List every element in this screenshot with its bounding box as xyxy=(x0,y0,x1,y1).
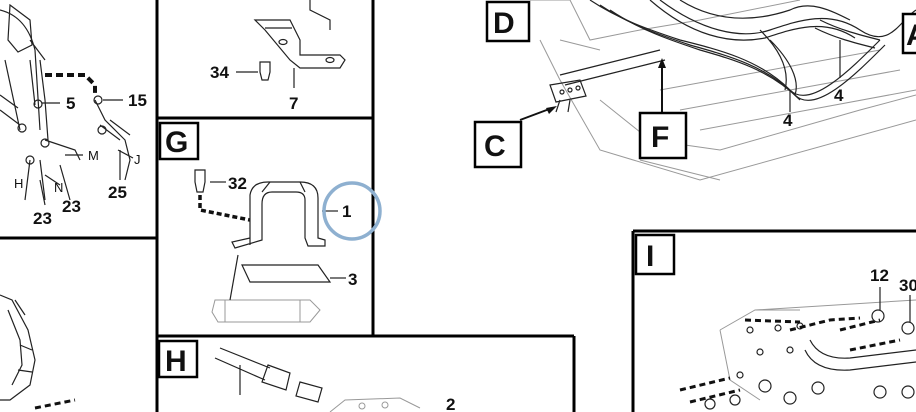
callout-4-left: 4 xyxy=(783,111,793,130)
callout-1: 1 xyxy=(342,202,351,221)
callout-25: 25 xyxy=(108,183,127,202)
section-F-box xyxy=(638,111,688,160)
callout-M: M xyxy=(88,148,99,163)
bracket-7-drawing xyxy=(236,0,346,88)
section-D-label: D xyxy=(493,7,515,40)
callout-7: 7 xyxy=(289,94,298,113)
section-F-label: F xyxy=(651,121,669,154)
callout-30: 30 xyxy=(899,276,916,295)
joystick-hose-assembly xyxy=(0,3,134,206)
section-I-box xyxy=(634,233,676,276)
highlight-circle xyxy=(322,181,382,241)
section-C-box xyxy=(473,120,523,169)
section-A-label: A xyxy=(906,19,916,52)
callout-32: 32 xyxy=(228,174,247,193)
section-D-box xyxy=(485,0,531,43)
callout-2: 2 xyxy=(446,395,455,412)
callout-5: 5 xyxy=(66,94,75,113)
valve-block-I xyxy=(679,287,916,410)
callout-15: 15 xyxy=(128,91,147,110)
clamp-1-drawing xyxy=(194,169,346,323)
machine-overview xyxy=(530,0,916,181)
section-H-label: H xyxy=(165,345,187,378)
callout-4-right: 4 xyxy=(834,86,844,105)
callout-23-right: 23 xyxy=(62,197,81,216)
callout-3: 3 xyxy=(348,270,357,289)
callout-23-left: 23 xyxy=(33,209,52,228)
callout-12: 12 xyxy=(870,266,889,285)
section-C-label: C xyxy=(484,130,506,163)
section-I-label: I xyxy=(646,240,654,273)
callout-J: J xyxy=(134,152,141,167)
section-A-box xyxy=(901,12,916,55)
fitting-assembly-H xyxy=(214,347,421,412)
callout-N: N xyxy=(54,180,63,195)
section-G-label: G xyxy=(165,126,188,159)
callout-H: H xyxy=(14,176,23,191)
joystick-lower xyxy=(0,294,76,410)
section-G-box xyxy=(158,121,200,161)
section-H-box xyxy=(157,339,199,379)
callout-34: 34 xyxy=(210,63,229,82)
